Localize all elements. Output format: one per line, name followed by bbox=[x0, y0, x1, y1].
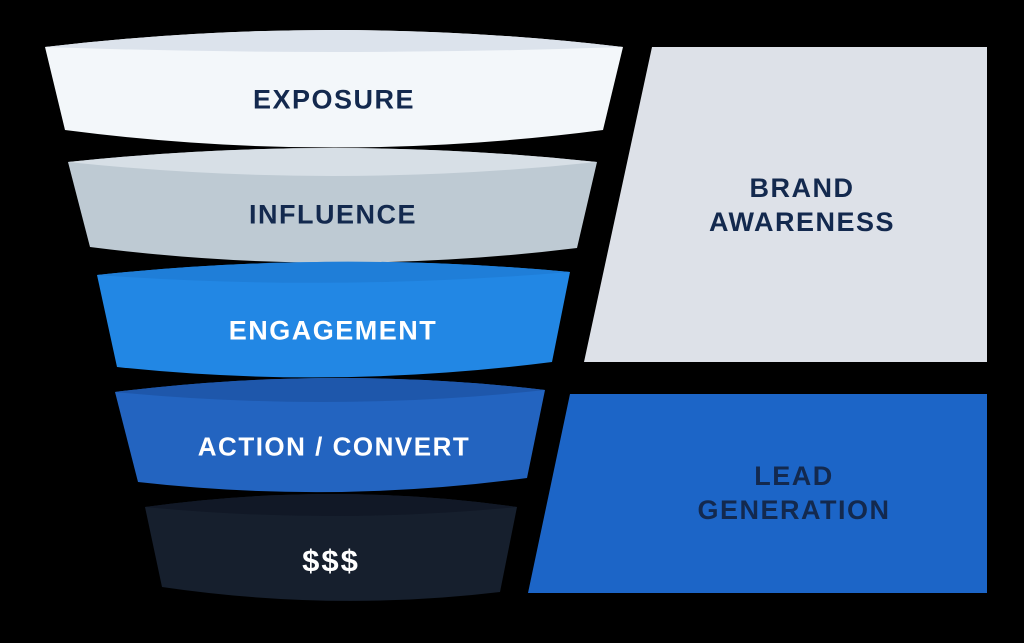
funnel-stage-action-convert-label: ACTION / CONVERT bbox=[197, 431, 471, 462]
panel-brand-awareness-line2: AWARENESS bbox=[708, 207, 896, 237]
funnel-stage-action-convert-rim bbox=[115, 377, 545, 403]
funnel-stage-exposure-shape bbox=[45, 30, 623, 148]
funnel-stage-influence-rim bbox=[68, 148, 597, 176]
funnel-stage-influence-label: INFLUENCE bbox=[249, 199, 417, 230]
funnel-stage-money-label: $$$ bbox=[302, 543, 360, 578]
funnel-stage-engagement-rim bbox=[97, 261, 570, 283]
funnel-stage-exposure-label: EXPOSURE bbox=[252, 84, 416, 115]
funnel-stage-money-shape bbox=[145, 494, 517, 601]
funnel-stage-influence-shape bbox=[68, 148, 597, 263]
panel-lead-generation-shape bbox=[528, 394, 987, 593]
panel-lead-generation-line1: LEAD bbox=[754, 461, 834, 491]
funnel-stage-engagement-label: ENGAGEMENT bbox=[228, 315, 438, 346]
funnel-stage-money-rim bbox=[145, 494, 517, 516]
panel-brand-awareness-label: BRAND AWARENESS bbox=[709, 171, 895, 239]
funnel-stage-action-convert-shape bbox=[115, 377, 545, 493]
panel-brand-awareness-line1: BRAND bbox=[749, 173, 855, 203]
funnel-stage-exposure-rim bbox=[45, 30, 623, 52]
panel-lead-generation-line2: GENERATION bbox=[697, 495, 891, 525]
panel-lead-generation-label: LEAD GENERATION bbox=[697, 459, 890, 527]
panel-brand-awareness-shape bbox=[584, 47, 987, 362]
funnel-stage-engagement-shape bbox=[97, 261, 570, 378]
